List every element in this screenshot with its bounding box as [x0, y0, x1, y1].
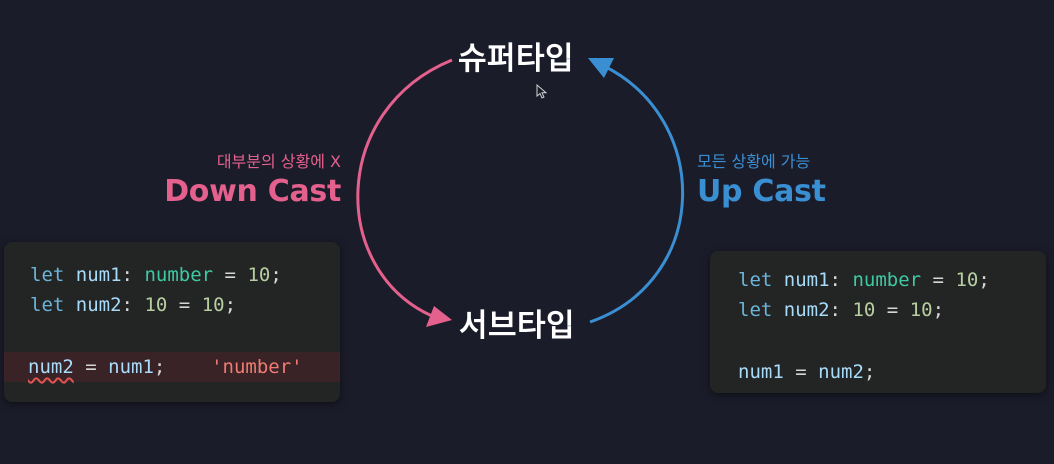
- code-variable: num2: [75, 294, 122, 316]
- down-cast-arrowhead: [426, 306, 452, 327]
- code-operator: =: [932, 269, 944, 291]
- down-cast-code-panel: let num1: number = 10; let num2: 10 = 10…: [4, 242, 340, 402]
- code-punct: ;: [978, 269, 990, 291]
- error-hint: 'number': [211, 356, 303, 378]
- supertype-label: 슈퍼타입: [458, 41, 575, 77]
- code-number: 10: [201, 294, 225, 316]
- code-number: 10: [909, 299, 933, 321]
- code-keyword: let: [30, 264, 65, 286]
- code-variable: num1: [75, 264, 122, 286]
- code-line-error: num2 = num1; 'number': [4, 352, 340, 382]
- down-cast-note: 대부분의 상황에 X: [216, 152, 341, 171]
- code-operator: =: [85, 356, 97, 378]
- code-operator: =: [795, 361, 807, 383]
- down-cast-caption: 대부분의 상황에 X Down Cast: [164, 148, 341, 209]
- code-punct: ;: [270, 264, 282, 286]
- code-operator: =: [224, 264, 236, 286]
- code-line-blank: [30, 320, 340, 352]
- code-punct: ;: [863, 361, 876, 383]
- code-line: let num1: number = 10;: [738, 265, 1046, 295]
- code-punct: ;: [153, 356, 166, 378]
- code-line-blank: [738, 325, 1046, 357]
- up-cast-caption: 모든 상황에 가능 Up Cast: [697, 148, 826, 209]
- up-cast-arrow: [589, 64, 685, 324]
- down-cast-title: Down Cast: [164, 174, 341, 209]
- code-punct: :: [829, 299, 841, 321]
- code-keyword: let: [738, 269, 773, 291]
- code-keyword: let: [30, 294, 65, 316]
- code-operator: =: [886, 299, 899, 321]
- code-line: num1 = num2;: [738, 357, 1046, 387]
- code-variable: num1: [783, 269, 830, 291]
- code-number: 10: [247, 264, 271, 286]
- code-variable: num1: [738, 361, 784, 383]
- code-operator: =: [178, 294, 191, 316]
- code-variable: num2: [783, 299, 830, 321]
- code-line: let num1: number = 10;: [30, 260, 340, 290]
- code-punct: :: [121, 264, 133, 286]
- up-cast-code-panel: let num1: number = 10; let num2: 10 = 10…: [710, 251, 1046, 393]
- down-cast-arrow: [356, 58, 453, 318]
- code-punct: ;: [224, 294, 237, 316]
- code-variable: num1: [108, 356, 154, 378]
- code-number: 10: [955, 269, 979, 291]
- code-line: let num2: 10 = 10;: [30, 290, 340, 320]
- code-type: 10: [144, 294, 168, 316]
- code-punct: :: [829, 269, 841, 291]
- up-cast-note: 모든 상황에 가능: [697, 152, 811, 171]
- mouse-cursor-icon: [536, 84, 548, 99]
- subtype-label: 서브타입: [459, 308, 576, 344]
- code-punct: :: [121, 294, 133, 316]
- code-line: let num2: 10 = 10;: [738, 295, 1046, 325]
- code-type: number: [852, 269, 922, 291]
- code-variable: num2: [818, 361, 864, 383]
- code-keyword: let: [738, 299, 773, 321]
- code-punct: ;: [932, 299, 945, 321]
- up-cast-arrowhead: [588, 58, 614, 78]
- error-variable: num2: [28, 356, 74, 378]
- code-type: number: [144, 264, 214, 286]
- up-cast-title: Up Cast: [697, 174, 826, 209]
- code-type: 10: [852, 299, 876, 321]
